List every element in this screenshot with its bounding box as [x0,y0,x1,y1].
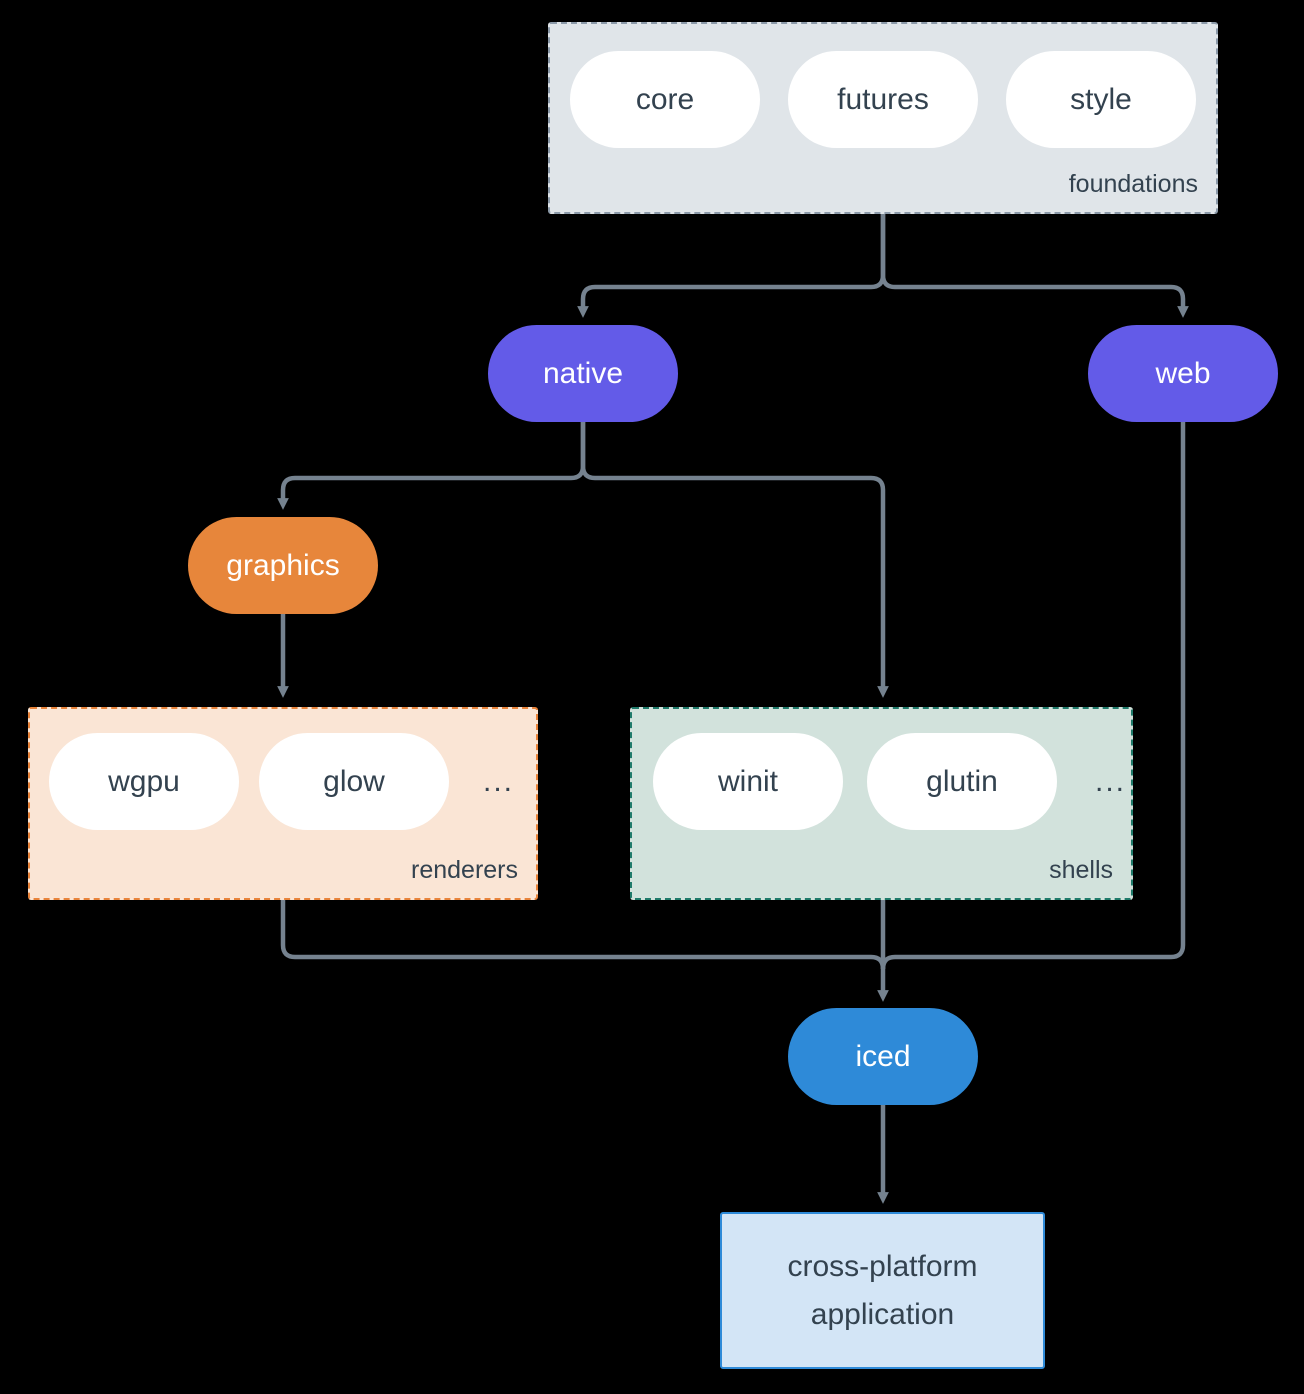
pill-winit: winit [653,733,843,830]
shells-group-label: shells [1049,856,1113,884]
shells-pill-row: winit glutin ... [653,733,1126,830]
foundations-group: core futures style foundations [548,22,1218,214]
cross-platform-application-box: cross-platform application [720,1212,1045,1369]
renderers-group: wgpu glow ... renderers [28,707,538,900]
pill-glow: glow [259,733,449,830]
node-graphics: graphics [188,517,378,614]
edge-foundations-to-web [880,214,1189,318]
node-web: web [1088,325,1278,422]
shells-ellipsis: ... [1095,764,1127,798]
node-iced: iced [788,1008,978,1105]
pill-wgpu: wgpu [49,733,239,830]
pill-futures: futures [788,51,978,148]
foundations-group-label: foundations [1068,170,1198,198]
app-label-line2: application [810,1297,955,1331]
node-native: native [488,325,678,422]
renderers-pill-row: wgpu glow ... [49,733,514,830]
app-label-line1: cross-platform [787,1249,978,1283]
edge-native-to-shells [580,422,889,698]
edge-renderers-to-merge [280,900,886,970]
renderers-ellipsis: ... [483,764,515,798]
pill-core: core [570,51,760,148]
edge-foundations-to-native [577,214,886,318]
edge-native-to-graphics [277,422,586,510]
foundations-pill-row: core futures style [570,51,1196,148]
pill-glutin: glutin [867,733,1057,830]
pill-style: style [1006,51,1196,148]
renderers-group-label: renderers [411,856,518,884]
shells-group: winit glutin ... shells [630,707,1133,900]
